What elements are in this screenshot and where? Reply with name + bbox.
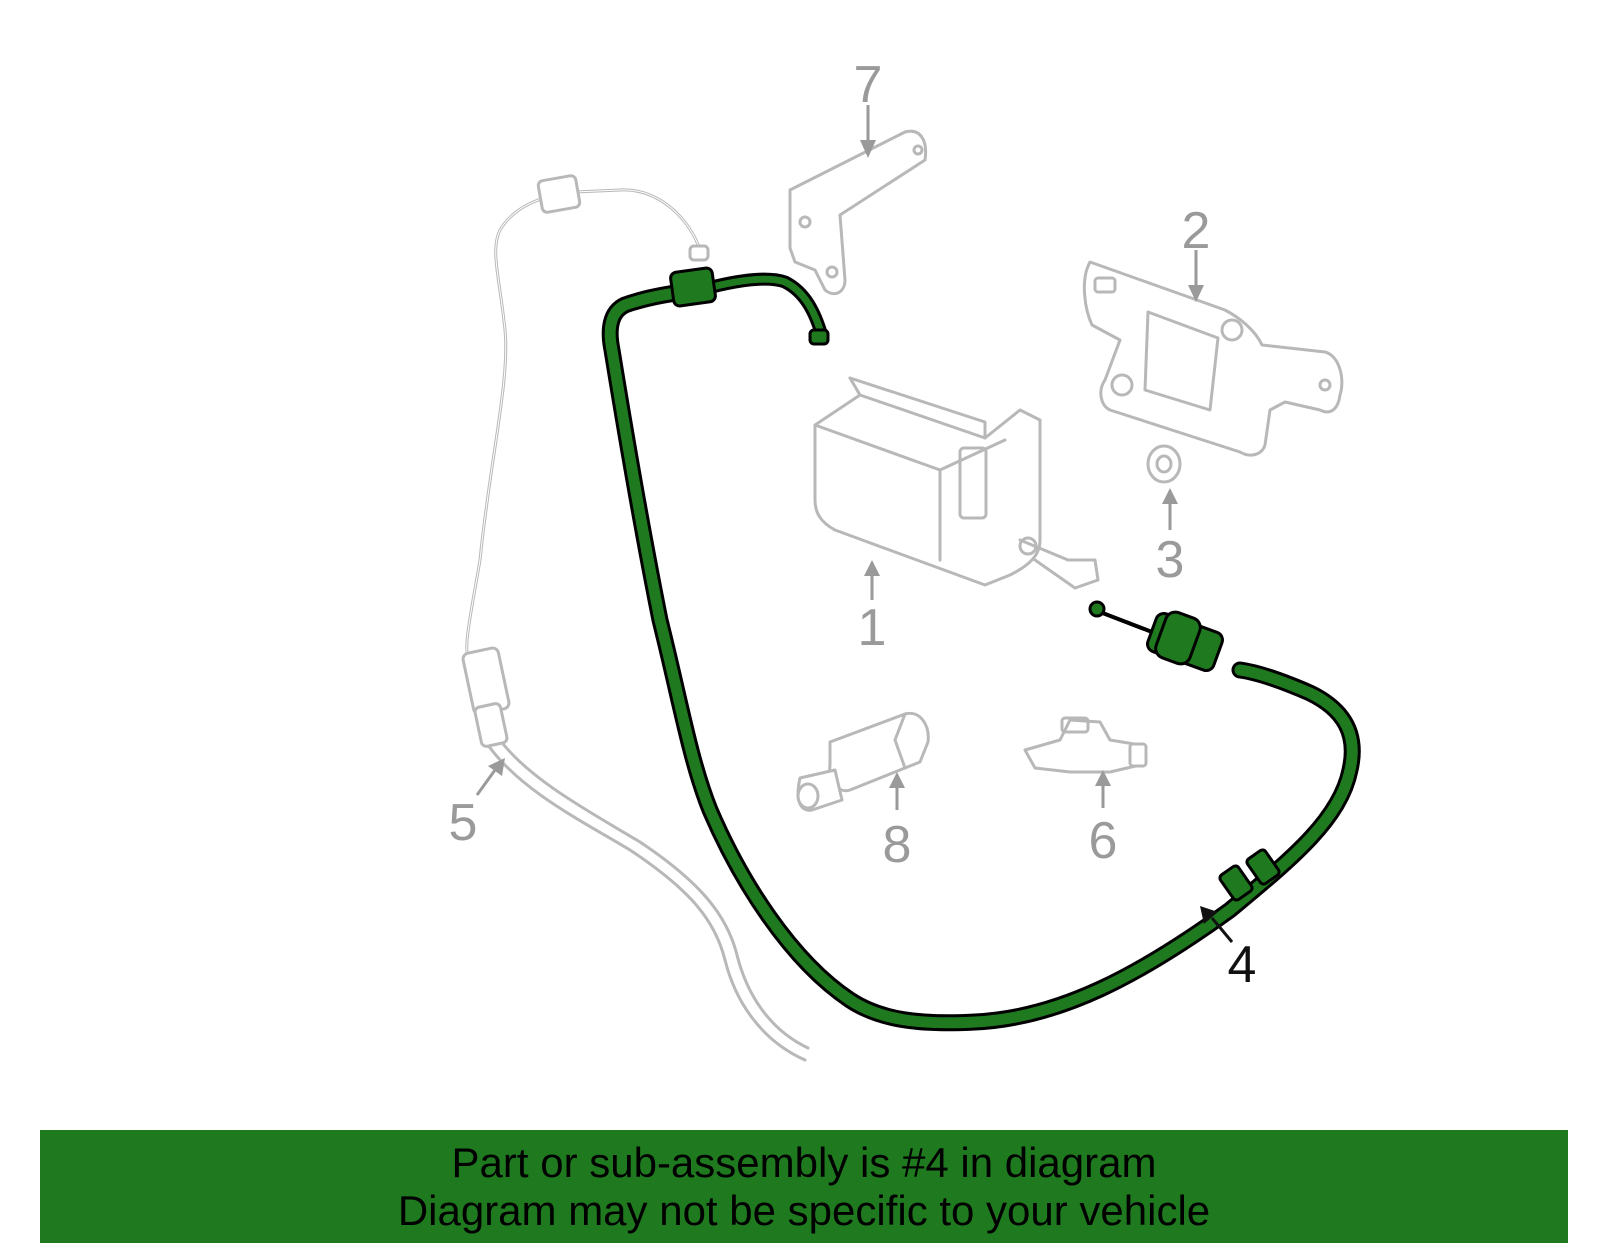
info-banner: Part or sub-assembly is #4 in diagram Di… [40,1130,1568,1243]
part-3-washer[interactable] [1146,444,1182,484]
part-1-module[interactable] [813,376,1100,590]
arrow-2-head [1188,285,1204,302]
part-6-connector[interactable] [1023,716,1148,774]
arrow-4-head [1200,906,1218,924]
part-5-cable[interactable] [461,174,810,1062]
callout-1: 1 [858,599,887,657]
part-2-bracket[interactable] [1082,260,1344,457]
callout-8: 8 [883,816,912,874]
arrow-7-head [860,140,876,158]
banner-line-1: Part or sub-assembly is #4 in diagram [451,1138,1157,1186]
callout-labels: 7 2 3 1 8 6 5 4 [449,56,1257,994]
arrow-5-head [488,758,505,776]
callout-5: 5 [449,794,478,852]
arrow-5 [475,769,497,796]
part-4-cable-highlighted[interactable] [601,266,1361,1032]
callout-2: 2 [1182,202,1211,260]
arrow-8-head [889,772,905,788]
arrow-4 [1210,917,1234,943]
part-8-sensor[interactable] [796,711,930,812]
part-7-bracket[interactable] [788,129,928,296]
callout-7: 7 [854,56,883,114]
arrow-3-head [1162,488,1178,504]
arrow-1-head [864,560,880,576]
parts-diagram: 7 2 3 1 8 6 5 4 [449,56,1361,1062]
callout-3: 3 [1156,531,1185,589]
callout-6: 6 [1089,812,1118,870]
callout-arrows [475,105,1234,943]
callout-4: 4 [1228,936,1257,994]
arrow-6-head [1095,770,1111,786]
banner-line-2: Diagram may not be specific to your vehi… [397,1186,1211,1234]
